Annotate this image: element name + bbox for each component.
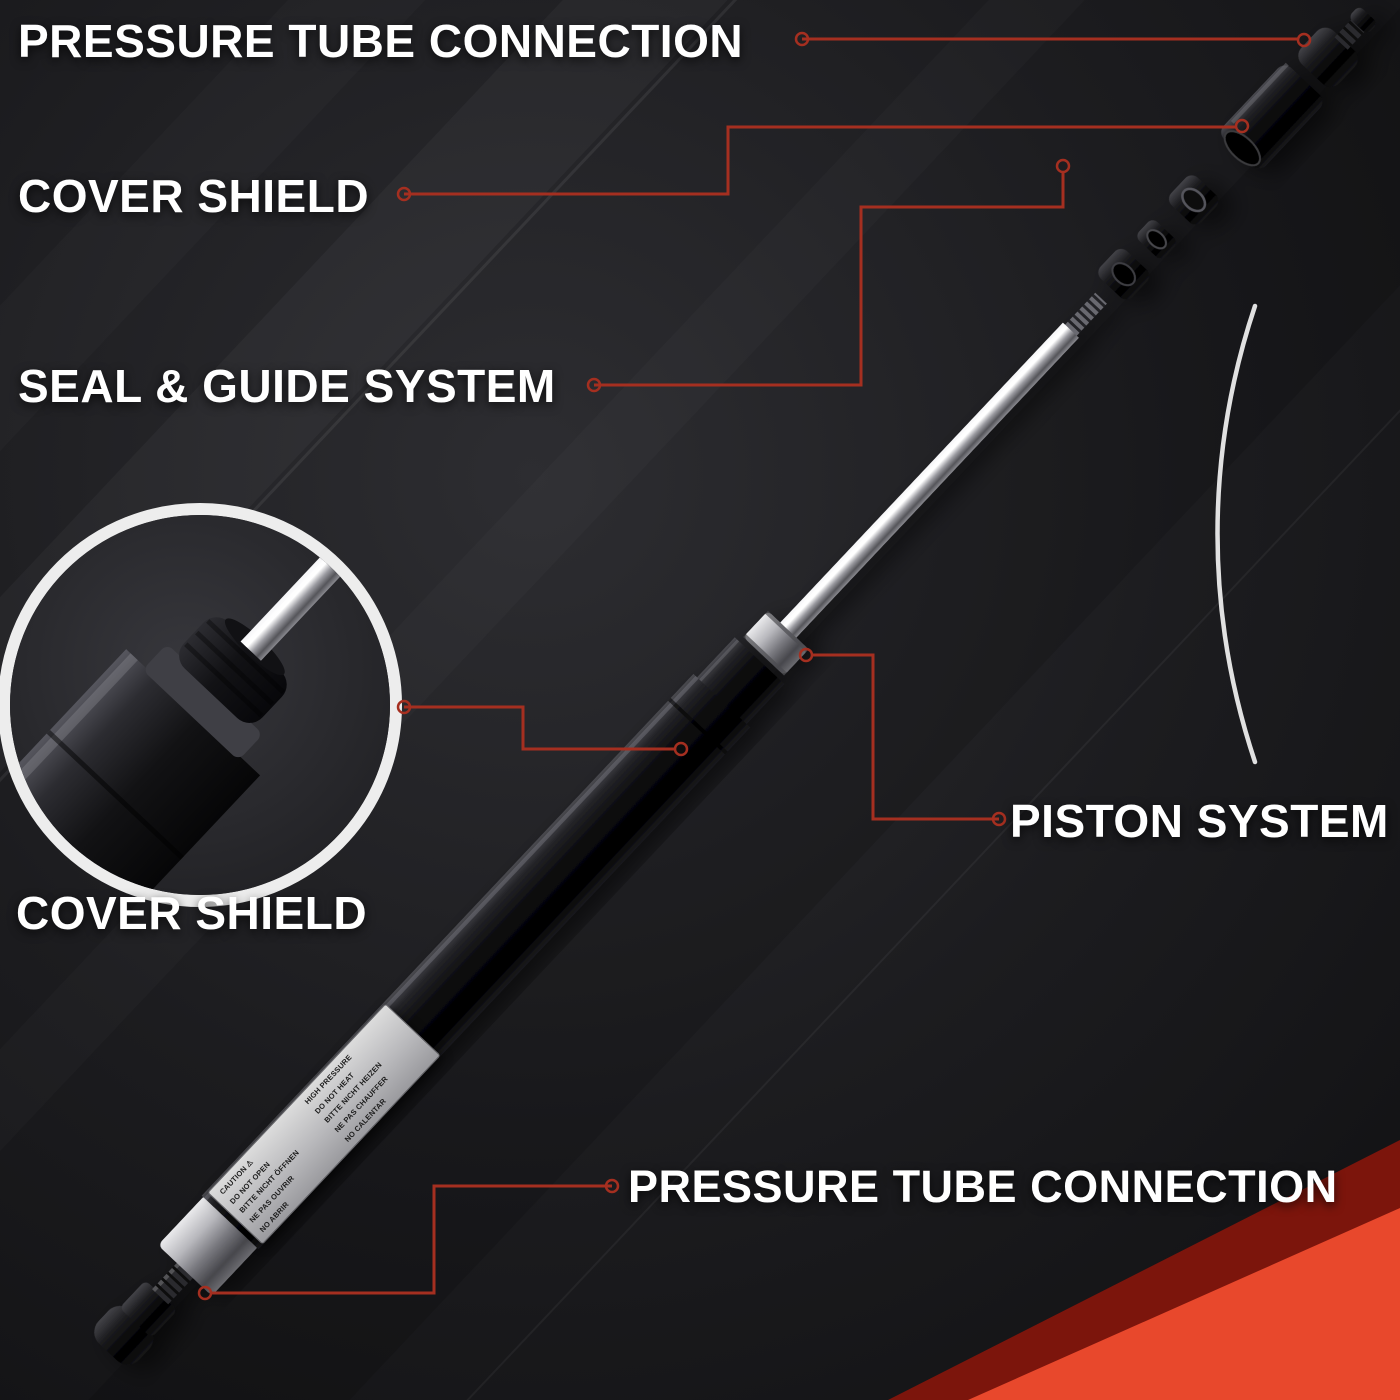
piston-disc — [743, 610, 809, 676]
label-cover-shield-bottom: COVER SHIELD — [16, 887, 368, 939]
leader-pressure-tube-top — [794, 31, 1312, 48]
seal-guide-nut-2 — [1169, 175, 1219, 225]
label-piston-system: PISTON SYSTEM — [1010, 795, 1389, 847]
bottom-end-fitting — [94, 1260, 196, 1365]
leader-cover-shield-top — [396, 118, 1250, 202]
seal-guide-nut-1 — [1098, 248, 1150, 300]
rod-thread-tip — [1065, 292, 1107, 336]
cover-shield-sleeve — [1221, 62, 1323, 169]
label-cover-shield-top: COVER SHIELD — [18, 170, 370, 222]
label-seal-guide-system: SEAL & GUIDE SYSTEM — [18, 360, 556, 412]
corner-wedge-orange — [968, 1208, 1400, 1400]
piston-rod — [780, 322, 1079, 638]
label-pressure-tube-connection-bottom: PRESSURE TUBE CONNECTION — [628, 1161, 1338, 1212]
inset-cover-shield — [0, 503, 402, 907]
seal-guide-washer — [1137, 220, 1176, 259]
leader-lines — [197, 31, 1312, 1301]
top-end-fitting — [1298, 7, 1376, 87]
leader-piston-system — [798, 647, 1007, 827]
label-pressure-tube-connection-top: PRESSURE TUBE CONNECTION — [18, 15, 744, 67]
arc-accent — [1215, 303, 1258, 765]
leader-seal-guide — [586, 158, 1071, 393]
leader-pressure-tube-bottom — [197, 1178, 620, 1301]
leader-cover-shield-inset — [396, 699, 689, 757]
